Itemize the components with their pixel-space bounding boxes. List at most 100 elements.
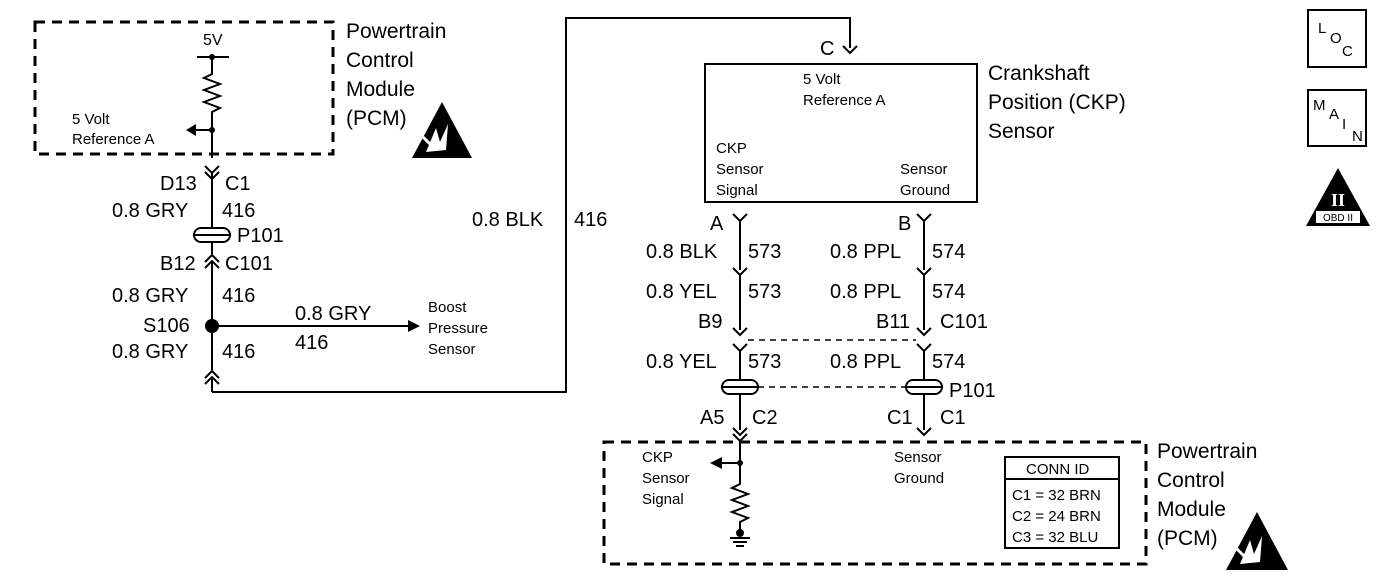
pin-b11: B11: [876, 311, 910, 333]
pin-c1: C1: [225, 173, 251, 195]
top-pcm-boundary: [33, 20, 335, 156]
pullup-resistor: [201, 57, 223, 158]
ckp-signal-label-1: CKP: [716, 140, 747, 157]
bottom-pcm-module: Powertrain Control Module (PCM) CKP Sens…: [602, 440, 1288, 570]
boost-label-1: Boost: [428, 299, 467, 316]
pin-chevron-icon: [732, 343, 748, 353]
branch-color: 0.8 GRY: [295, 303, 371, 325]
pin-chevron-icon: [916, 213, 932, 223]
sig-w3-circuit: 573: [748, 351, 781, 373]
wire1-color: 0.8 GRY: [112, 200, 188, 222]
svg-text:M: M: [1313, 97, 1326, 114]
connector-p101: P101: [237, 225, 284, 247]
conn-id-row: C1 = 32 BRN: [1012, 487, 1101, 504]
svg-text:I: I: [1342, 116, 1346, 133]
esd-warning-icon: [412, 102, 472, 158]
top-ref-label-2: Reference A: [72, 131, 155, 148]
connector-c101: C101: [940, 311, 988, 333]
pin-chevron-icon: [204, 369, 220, 379]
svg-text:O: O: [1330, 30, 1342, 47]
pin-b: B: [898, 213, 911, 235]
ground-circuit-574: B 0.8 PPL 574 0.8 PPL 574 B11 C101 0.8 P…: [830, 213, 996, 437]
loc-icon[interactable]: L O C: [1307, 9, 1367, 68]
gnd-w3-color: 0.8 PPL: [830, 351, 901, 373]
signal-arrow-icon: [710, 457, 722, 469]
sig-w2-circuit: 573: [748, 281, 781, 303]
ground-symbol-icon: [730, 537, 750, 547]
bottom-pcm-title-4: (PCM): [1157, 527, 1218, 550]
left-circuit: D13 C1 0.8 GRY 416 P101 B12 C101 0.8 GRY…: [112, 165, 488, 392]
pin-d13: D13: [160, 173, 197, 195]
ckp-title-2: Position (CKP): [988, 91, 1126, 114]
top-pcm-title-3: Module: [346, 78, 415, 101]
conn-id-header: CONN ID: [1026, 461, 1090, 478]
ckp-signal-label-2: Sensor: [716, 161, 764, 178]
top-pcm-title-2: Control: [346, 49, 414, 72]
ckp-sensor: Crankshaft Position (CKP) Sensor 5 Volt …: [704, 62, 1126, 203]
sig-w1-circuit: 573: [748, 241, 781, 263]
svg-text:A: A: [1329, 106, 1339, 123]
pin-c2: C2: [752, 407, 778, 429]
gnd-w2-color: 0.8 PPL: [830, 281, 901, 303]
top-pcm-title-1: Powertrain: [346, 20, 446, 43]
pin-chevron-icon: [732, 213, 748, 223]
pin-chevron-icon: [842, 45, 858, 55]
bottom-signal-label-2: Sensor: [642, 470, 690, 487]
ckp-signal-label-3: Signal: [716, 182, 758, 199]
black-wire-416: 0.8 BLK 416 C: [212, 17, 858, 393]
svg-text:C: C: [1342, 43, 1353, 60]
conn-id-row: C3 = 32 BLU: [1012, 529, 1098, 546]
ckp-sensor-boundary: [704, 63, 978, 203]
pin-c1-left: C1: [887, 407, 913, 429]
bottom-ground-label-1: Sensor: [894, 449, 942, 466]
bottom-pcm-title-1: Powertrain: [1157, 440, 1257, 463]
pin-chevron-icon: [204, 165, 220, 175]
pin-b12: B12: [160, 253, 196, 275]
ckp-ref-label-2: Reference A: [803, 92, 886, 109]
gnd-w2-circuit: 574: [932, 281, 965, 303]
ckp-ground-label-1: Sensor: [900, 161, 948, 178]
boost-label-2: Pressure: [428, 320, 488, 337]
svg-text:OBD II: OBD II: [1323, 213, 1353, 224]
black-wire-circuit: 416: [574, 209, 607, 231]
sig-w1-color: 0.8 BLK: [646, 241, 718, 263]
black-wire-color: 0.8 BLK: [472, 209, 544, 231]
signal-circuit-573: A 0.8 BLK 573 0.8 YEL 573 B9 0.8 YEL 573…: [646, 213, 781, 443]
main-icon[interactable]: M A I N: [1307, 89, 1367, 147]
wire2-color: 0.8 GRY: [112, 285, 188, 307]
wire3-circuit: 416: [222, 341, 255, 363]
bottom-pcm-title-2: Control: [1157, 469, 1225, 492]
boost-label-3: Sensor: [428, 341, 476, 358]
wire1-circuit: 416: [222, 200, 255, 222]
pin-chevron-icon: [916, 343, 932, 353]
ckp-ref-label-1: 5 Volt: [803, 71, 841, 88]
gnd-w1-circuit: 574: [932, 241, 965, 263]
top-ref-label-1: 5 Volt: [72, 111, 110, 128]
wire3-color: 0.8 GRY: [112, 341, 188, 363]
gnd-w1-color: 0.8 PPL: [830, 241, 901, 263]
top-pcm-module: Powertrain Control Module (PCM) 5V 5 Vol…: [33, 20, 472, 158]
gnd-w3-circuit: 574: [932, 351, 965, 373]
bottom-ground-label-2: Ground: [894, 470, 944, 487]
sig-w3-color: 0.8 YEL: [646, 351, 717, 373]
svg-text:L: L: [1318, 20, 1326, 37]
pin-c101: C101: [225, 253, 273, 275]
svg-text:II: II: [1331, 190, 1345, 210]
esd-warning-icon: [1226, 512, 1288, 570]
ckp-title-3: Sensor: [988, 120, 1055, 143]
pulldown-resistor: [729, 470, 751, 532]
pin-chevron-icon: [204, 253, 220, 263]
black-wire-path: [212, 17, 851, 393]
conn-id-table: CONN ID C1 = 32 BRN C2 = 24 BRN C3 = 32 …: [1004, 456, 1120, 549]
pin-a5: A5: [700, 407, 724, 429]
pin-a: A: [710, 213, 724, 235]
pin-c: C: [820, 38, 834, 60]
ref-arrow-icon: [186, 124, 196, 136]
svg-text:N: N: [1352, 128, 1363, 145]
bottom-pcm-title-3: Module: [1157, 498, 1226, 521]
sig-w2-color: 0.8 YEL: [646, 281, 717, 303]
wire2-circuit: 416: [222, 285, 255, 307]
obd-ii-icon[interactable]: II OBD II: [1306, 168, 1370, 226]
branch-circuit: 416: [295, 332, 328, 354]
